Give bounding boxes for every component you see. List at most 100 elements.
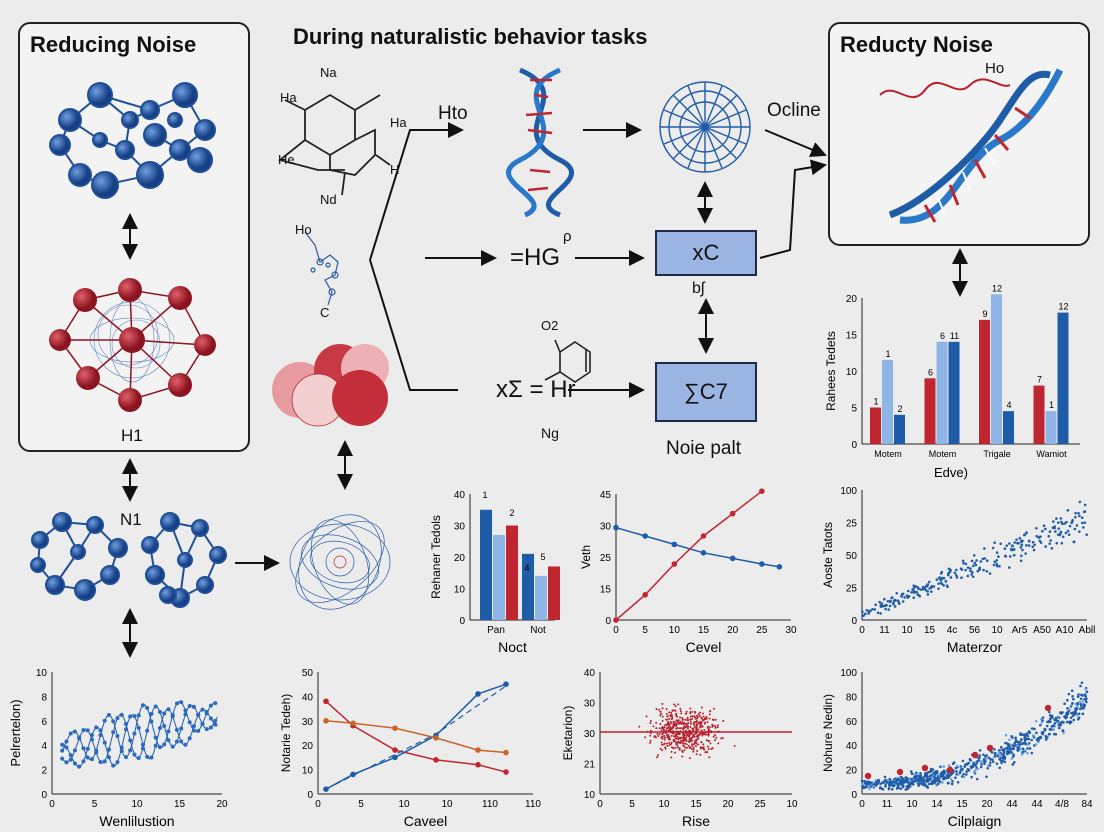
- data-point: [1059, 721, 1062, 725]
- x-tick-label: 20: [722, 799, 734, 810]
- data-point: [685, 731, 688, 734]
- data-point: [962, 772, 965, 776]
- data-point: [696, 734, 699, 737]
- x-axis-label: Cevel: [686, 639, 722, 655]
- y-tick-label: 30: [600, 522, 612, 533]
- mol-label-c: C: [320, 305, 330, 320]
- data-point: [888, 777, 892, 781]
- y-tick-label: 80: [846, 692, 858, 703]
- data-point: [995, 762, 999, 766]
- data-point: [679, 727, 682, 730]
- bar: [979, 319, 990, 444]
- data-point: [1048, 530, 1052, 533]
- data-point: [1078, 700, 1082, 704]
- data-point: [1023, 736, 1026, 739]
- data-point: [910, 772, 914, 775]
- data-point: [893, 605, 897, 608]
- data-point: [1035, 731, 1038, 735]
- data-point: [183, 708, 188, 713]
- data-point: [1061, 711, 1064, 714]
- data-point: [939, 579, 943, 582]
- data-point: [706, 745, 709, 748]
- data-point: [713, 734, 716, 737]
- data-point: [670, 711, 673, 714]
- data-point: [1057, 723, 1061, 726]
- x-tick-label: 10: [441, 799, 453, 810]
- bar: [1003, 411, 1014, 444]
- y-tick-label: 0: [41, 790, 47, 801]
- bar: [522, 553, 534, 620]
- data-point: [702, 743, 705, 746]
- data-point: [689, 720, 692, 723]
- data-point: [1011, 763, 1015, 766]
- data-point: [1064, 531, 1068, 535]
- data-point: [901, 780, 905, 784]
- data-point: [776, 564, 783, 570]
- data-point: [1013, 541, 1017, 544]
- data-point: [1077, 511, 1080, 515]
- x-tick-label: 5: [629, 799, 635, 810]
- data-point: [954, 573, 958, 577]
- data-point: [642, 533, 648, 539]
- data-point: [675, 732, 678, 735]
- right-panel-title: Reducty Noise: [840, 32, 993, 57]
- data-point: [955, 568, 958, 572]
- data-point: [682, 721, 685, 724]
- data-point: [978, 749, 982, 752]
- data-point: [926, 590, 929, 593]
- bar-data-label: 4: [1006, 400, 1011, 410]
- bar-data-label: 11: [950, 331, 959, 341]
- x-tick-label: Pan: [487, 625, 505, 636]
- data-point: [681, 719, 684, 722]
- data-point: [1074, 515, 1077, 519]
- data-point: [961, 759, 965, 763]
- data-point: [1076, 695, 1080, 698]
- data-point: [1048, 713, 1052, 717]
- data-point: [899, 787, 903, 790]
- right-panel: [828, 22, 1090, 246]
- data-point: [1050, 547, 1054, 550]
- data-point: [876, 782, 879, 786]
- data-point: [1014, 739, 1018, 742]
- data-point: [984, 760, 987, 763]
- data-point: [709, 742, 712, 745]
- x-tick-label: 0: [597, 799, 603, 810]
- data-point: [670, 750, 673, 753]
- data-point: [1082, 526, 1085, 529]
- data-point: [678, 731, 681, 734]
- data-point: [1073, 712, 1076, 716]
- data-point: [904, 776, 908, 779]
- data-point: [937, 587, 940, 590]
- data-point: [729, 510, 736, 517]
- data-point: [149, 755, 154, 760]
- data-point: [1077, 712, 1081, 716]
- data-point: [946, 776, 950, 780]
- data-point: [667, 729, 670, 732]
- bar-data-label: 4: [524, 563, 529, 573]
- data-point: [679, 709, 682, 712]
- bar-data-label: 2: [897, 404, 902, 414]
- data-point: [1012, 747, 1015, 751]
- data-point: [1081, 700, 1084, 703]
- data-point: [702, 747, 705, 750]
- x-tick-label: Abll: [1079, 625, 1096, 636]
- bar-data-label: 1: [885, 349, 890, 359]
- data-point: [921, 782, 925, 786]
- data-point: [646, 730, 649, 733]
- data-point: [1008, 555, 1012, 558]
- data-point: [680, 712, 683, 715]
- data-point: [979, 760, 983, 764]
- data-point: [1067, 533, 1071, 537]
- data-point: [174, 727, 179, 732]
- data-point: [196, 728, 201, 733]
- data-point: [179, 726, 184, 731]
- data-point: [874, 783, 877, 787]
- data-point: [613, 617, 619, 623]
- data-point: [709, 709, 712, 712]
- data-point: [733, 744, 736, 747]
- data-point: [1070, 689, 1074, 693]
- x-tick-label: 4/8: [1055, 799, 1069, 810]
- data-point: [696, 743, 699, 746]
- data-point: [1000, 761, 1003, 765]
